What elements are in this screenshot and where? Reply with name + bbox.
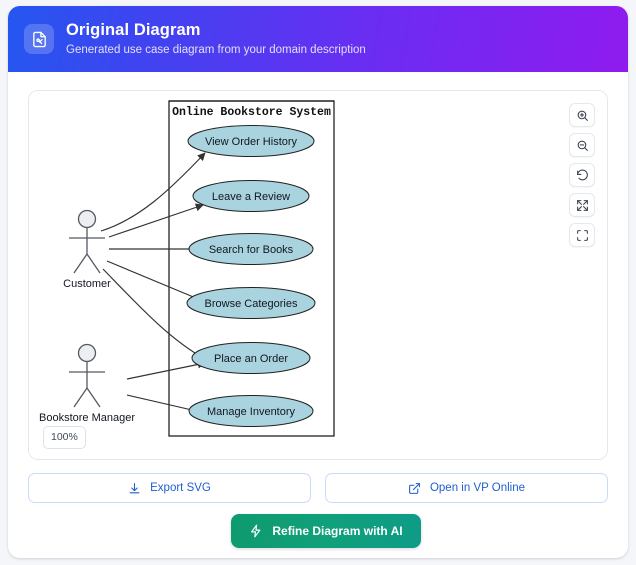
fit-screen-button[interactable]: [569, 193, 595, 217]
download-icon: [129, 482, 140, 493]
zoom-in-button[interactable]: [569, 103, 595, 127]
actor-bookstore-manager: Bookstore Manager: [39, 343, 135, 424]
reset-view-icon: [576, 169, 588, 180]
diagram-card: Original Diagram Generated use case diag…: [8, 6, 628, 558]
actor-label-bookstore-manager: Bookstore Manager: [39, 412, 135, 424]
system-boundary-title: Online Bookstore System: [172, 106, 331, 119]
use-case-browse-categories: Browse Categories: [186, 287, 316, 319]
use-case-label: Browse Categories: [205, 298, 298, 310]
fullscreen-icon: [576, 229, 588, 241]
page-title: Original Diagram: [66, 21, 201, 40]
primary-action-row: Refine Diagram with AI: [8, 514, 628, 548]
lightning-bolt-icon: [251, 524, 261, 538]
reset-view-button[interactable]: [569, 163, 595, 187]
card-header: Original Diagram Generated use case diag…: [8, 6, 628, 72]
use-case-label: Manage Inventory: [207, 406, 296, 418]
external-link-icon: [409, 482, 420, 494]
fit-screen-icon: [576, 199, 588, 211]
refine-diagram-label: Refine Diagram with AI: [272, 524, 403, 538]
zoom-level-badge: 100%: [43, 426, 86, 449]
file-diagram-icon: [24, 24, 54, 54]
header-text-group: Original Diagram Generated use case diag…: [66, 20, 366, 58]
use-case-place-an-order: Place an Order: [191, 342, 311, 374]
use-case-label: Place an Order: [214, 353, 288, 365]
page-subtitle: Generated use case diagram from your dom…: [66, 43, 366, 56]
use-case-diagram: Online Bookstore System: [29, 91, 607, 459]
actor-customer: Customer: [63, 209, 111, 290]
use-case-label: Search for Books: [209, 244, 294, 256]
canvas-controls: [569, 103, 595, 247]
secondary-action-row: Export SVG Open in VP Online: [28, 473, 608, 503]
use-case-label: View Order History: [205, 136, 298, 148]
export-svg-label: Export SVG: [150, 482, 211, 494]
zoom-out-icon: [577, 140, 588, 151]
fullscreen-button[interactable]: [569, 223, 595, 247]
use-case-manage-inventory: Manage Inventory: [188, 395, 314, 427]
open-vp-online-button[interactable]: Open in VP Online: [325, 473, 608, 503]
diagram-canvas[interactable]: Online Bookstore System: [28, 90, 608, 460]
export-svg-button[interactable]: Export SVG: [28, 473, 311, 503]
zoom-out-button[interactable]: [569, 133, 595, 157]
use-case-search-for-books: Search for Books: [188, 233, 314, 265]
refine-diagram-button[interactable]: Refine Diagram with AI: [231, 514, 421, 548]
open-vp-online-label: Open in VP Online: [429, 482, 526, 494]
zoom-in-icon: [577, 110, 588, 121]
use-case-leave-a-review: Leave a Review: [192, 180, 310, 212]
use-case-view-order-history: View Order History: [187, 125, 315, 157]
actor-label-customer: Customer: [63, 278, 111, 290]
use-case-label: Leave a Review: [212, 191, 290, 203]
